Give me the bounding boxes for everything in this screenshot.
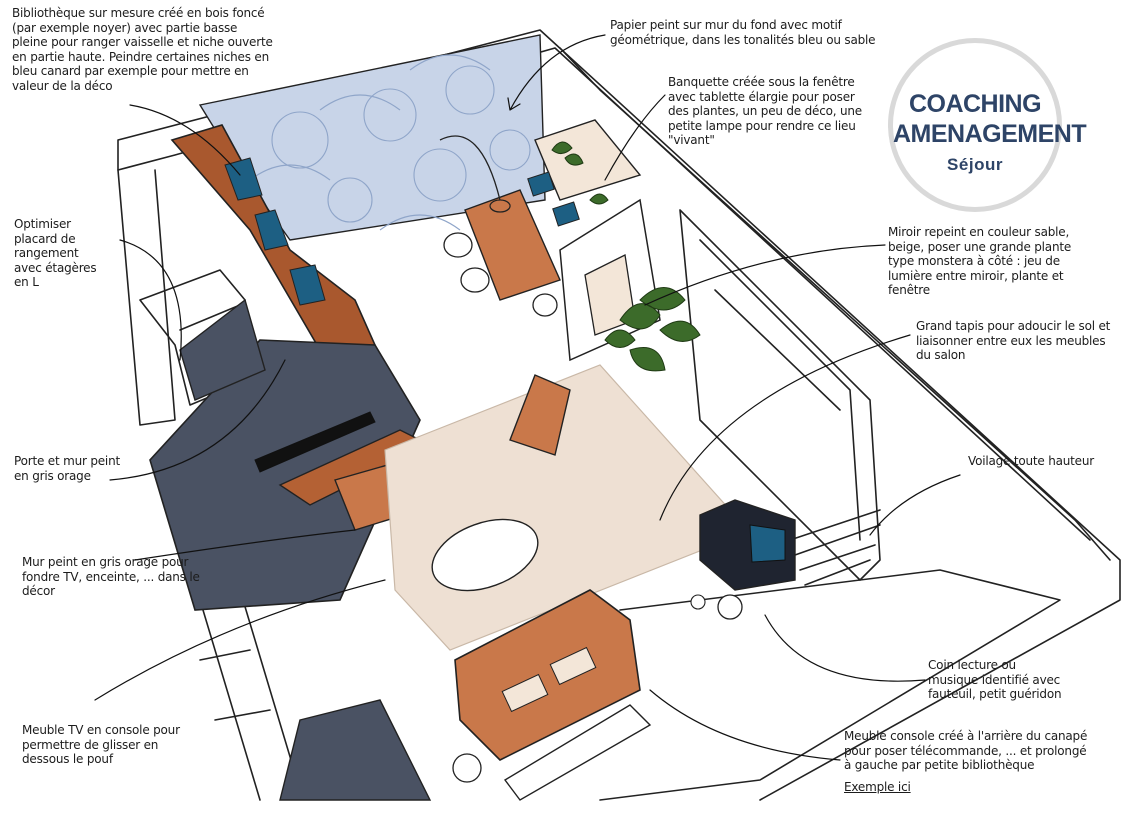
reading-armchair <box>699 499 796 591</box>
grey-wall-tv <box>149 339 421 611</box>
badge-title-line2: AMENAGEMENT <box>893 120 1087 148</box>
exemple-link-text[interactable]: Exemple ici <box>844 780 911 794</box>
wallpaper-motif <box>489 129 531 171</box>
voilage-lines <box>789 509 881 586</box>
bench-cushion <box>552 201 580 227</box>
wallpaper-motif <box>249 54 491 231</box>
sofa-cushion <box>549 646 597 686</box>
arrow-bibliotheque <box>129 104 241 176</box>
arrow-mur-tv <box>134 529 356 561</box>
note-bibliotheque: Bibliothèque sur mesure créé en bois fon… <box>12 6 273 93</box>
coffee-table <box>431 518 539 592</box>
dining-chair <box>532 293 558 317</box>
arrow-console <box>649 689 841 761</box>
note-papier-peint: Papier peint sur mur du fond avec motif … <box>610 18 876 47</box>
badge-subtitle: Séjour <box>947 155 1003 174</box>
badge-title-line1: COACHING <box>908 90 1042 118</box>
right-outer-wall <box>559 47 1111 561</box>
wallpaper-motif <box>271 111 329 169</box>
side-lamp <box>452 753 482 783</box>
sofa-console <box>503 704 652 801</box>
note-meuble-tv: Meuble TV en console pour permettre de g… <box>22 723 180 766</box>
dining-chair <box>443 232 473 258</box>
arrow-porte <box>109 359 286 481</box>
note-porte: Porte et mur peint en gris orage <box>14 454 120 483</box>
grey-panel-bottom <box>279 699 432 801</box>
arrow-coin-lecture <box>764 614 926 682</box>
arrow-banquette <box>604 94 666 181</box>
left-wall <box>117 169 176 426</box>
grey-door <box>179 298 266 401</box>
note-console-canape: Meuble console créé à l'arrière du canap… <box>844 729 1088 772</box>
gueridon-lamp <box>690 594 706 610</box>
bench-cushion <box>527 171 555 197</box>
window-frame-inner <box>699 239 861 541</box>
dining-table <box>464 189 561 301</box>
bottom-wall <box>599 569 1061 801</box>
arrow-papier-peint <box>507 34 606 111</box>
window-frame <box>679 209 881 581</box>
wallpaper-motif <box>363 88 417 142</box>
wallpaper-motif <box>445 65 495 115</box>
arrow-tapis <box>659 334 911 521</box>
note-tapis: Grand tapis pour adoucir le sol et liais… <box>916 319 1111 362</box>
arrow-voilage <box>869 474 961 536</box>
note-miroir: Miroir repeint en couleur sable, beige, … <box>888 225 1072 297</box>
armchair-seat <box>749 524 786 563</box>
bookcase-niche <box>224 157 326 306</box>
arrow-meuble-tv <box>94 579 386 701</box>
note-voilage: Voilage toute hauteur <box>968 454 1095 468</box>
dining-chair <box>460 267 490 293</box>
small-plant <box>551 141 584 166</box>
note-banquette: Banquette créée sous la fenêtre avec tab… <box>668 75 862 147</box>
sofa-cushion <box>501 673 549 713</box>
wallpaper-motif <box>413 148 467 202</box>
gueridon <box>717 594 743 620</box>
lower-left-shelves <box>199 589 301 801</box>
exemple-link[interactable]: Exemple ici <box>844 780 911 795</box>
floor-lamp <box>439 135 511 213</box>
monstera-plant <box>604 287 701 372</box>
note-coin-lecture: Coin lecture ou musique identifié avec f… <box>928 658 1062 701</box>
wallpaper-motif <box>327 177 373 223</box>
coaching-badge: COACHING AMENAGEMENT Séjour <box>888 38 1087 212</box>
tv <box>254 411 376 473</box>
armchair-cognac <box>509 374 571 456</box>
sofa <box>454 589 641 761</box>
small-plant <box>589 193 609 205</box>
note-mur-tv: Mur peint en gris orage pour fondre TV, … <box>22 555 200 598</box>
note-placard: Optimiser placard de rangement avec étag… <box>14 217 97 289</box>
arrow-miroir <box>644 244 886 306</box>
arrow-placard <box>119 239 182 361</box>
